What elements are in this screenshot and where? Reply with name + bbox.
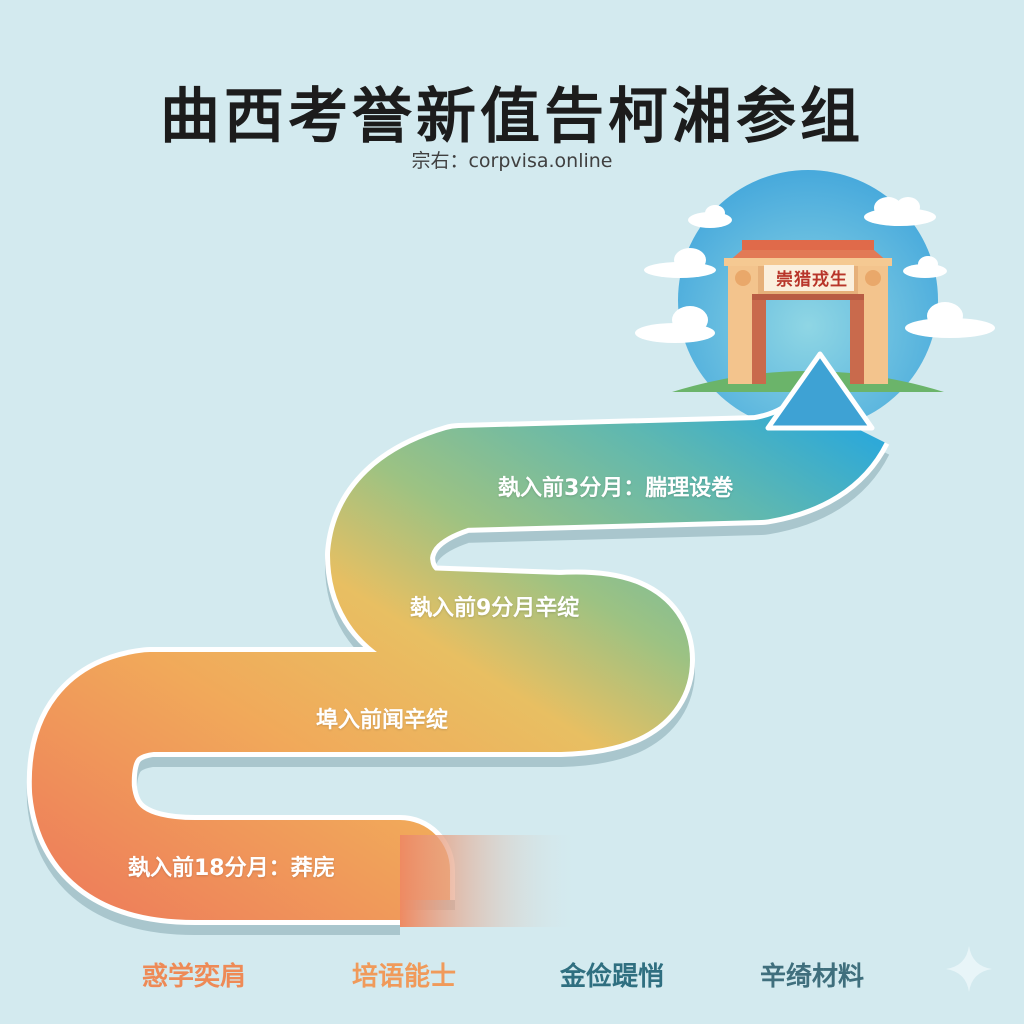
legend-item-4: 辛绮材料 [760, 962, 865, 992]
stage-label-3-months: 埶入前3分月：腨理设巻 [498, 476, 734, 501]
page-title: 曲西考誉新值告柯湘参组 [160, 82, 864, 152]
arrow-up-icon [765, 351, 875, 431]
legend-item-2: 培语能士 [352, 962, 457, 992]
sparkle-icon [946, 946, 992, 992]
school-gate-illustration [635, 170, 995, 430]
stage-label-9-months: 埶入前9分月辛绽 [410, 596, 580, 621]
legend-item-1: 惑学奕肩 [142, 962, 247, 992]
gate-sign: 崇猎戎生 [776, 269, 848, 290]
cloud-icon [635, 197, 995, 343]
source-credit: 宗右：corpvisa.online [411, 150, 613, 172]
stage-label-18-months: 埶入前18分月：莽庑 [128, 856, 335, 881]
winding-road [31, 395, 885, 920]
road-fade-tail [400, 835, 580, 927]
gate-roof [742, 240, 874, 252]
legend-item-3: 金俭踶悄 [560, 962, 665, 992]
stage-label-1-year: 埠入前闻辛绽 [316, 708, 449, 733]
